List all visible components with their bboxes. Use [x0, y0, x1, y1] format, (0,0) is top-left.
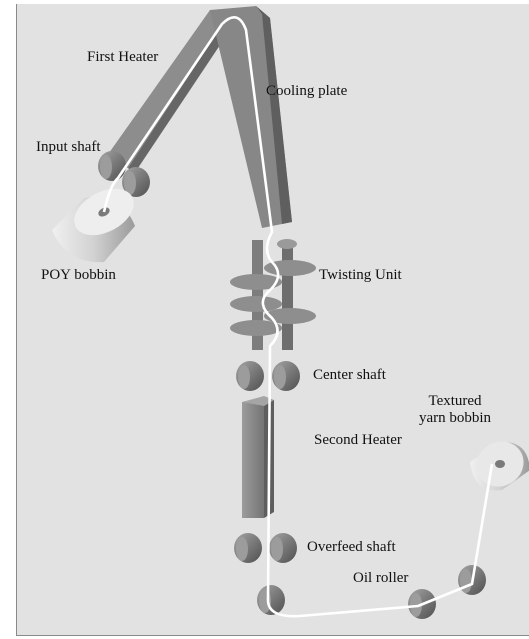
center-shaft [236, 361, 300, 391]
poy-bobbin-label: POY bobbin [41, 267, 116, 284]
cooling-plate [210, 6, 292, 228]
textured-yarn-bobbin-label-line1: Textured [405, 393, 505, 410]
center-shaft-label: Center shaft [313, 367, 386, 384]
twisting-unit-label: Twisting Unit [319, 267, 402, 284]
oil-roller-label: Oil roller [353, 570, 408, 587]
cooling-plate-label: Cooling plate [266, 83, 347, 100]
overfeed-shaft [234, 533, 297, 563]
textured-yarn-bobbin [468, 433, 529, 495]
second-heater-label: Second Heater [314, 432, 402, 449]
input-shaft-label: Input shaft [36, 139, 101, 156]
first-heater-label: First Heater [87, 49, 158, 66]
overfeed-shaft-label: Overfeed shaft [307, 539, 396, 556]
twisting-unit [230, 239, 316, 350]
textured-yarn-bobbin-label-line2: yarn bobbin [405, 410, 505, 427]
textured-yarn-bobbin-label: Textured yarn bobbin [405, 393, 505, 427]
